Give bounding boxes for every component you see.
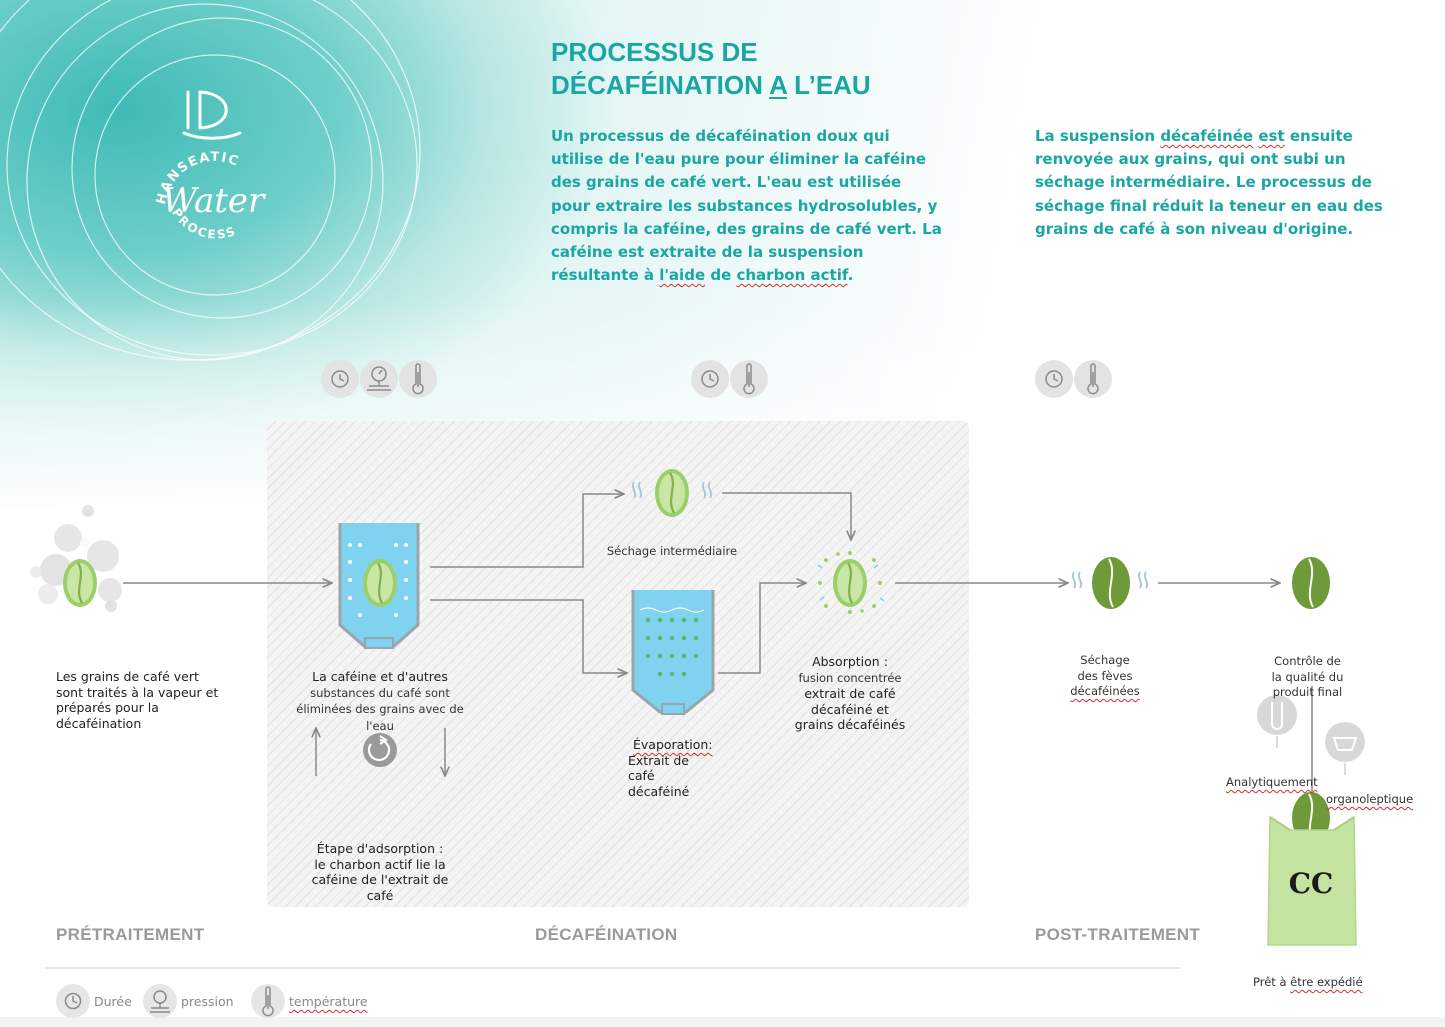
params-post: [1035, 360, 1112, 398]
clock-icon: [331, 370, 349, 388]
pressure-icon: [367, 366, 391, 391]
logo-rings: [0, 0, 421, 361]
legend-clock-icon: [56, 984, 90, 1018]
title-line1: PROCESSUS DE: [551, 37, 758, 67]
intro-right: La suspension décaféinée est ensuite ren…: [1035, 127, 1383, 238]
extraction-vessel-icon: [338, 523, 420, 649]
thermometer-icon: [1087, 363, 1099, 395]
lab-tube-icon: [1257, 695, 1297, 735]
section-post-treatment: POST-TRAITEMENT: [1035, 925, 1201, 944]
section-pretreatment: PRÉTRAITEMENT: [56, 925, 205, 944]
clock-icon: [1045, 370, 1063, 388]
logo-text: HANSEATIC Water PROCESS: [154, 150, 266, 242]
intermediate-drying-label: Séchage intermédiaire: [606, 544, 738, 558]
page-title: PROCESSUS DE DÉCAFÉINATION A L’EAU: [551, 36, 971, 102]
intro-left: Un processus de décaféination doux qui u…: [551, 127, 942, 285]
analytic-label: Analytiquement: [1226, 775, 1318, 789]
params-decaf-extraction: [321, 360, 437, 398]
final-bean-icon: [1291, 556, 1331, 610]
drying-bean-icon: [1071, 556, 1149, 610]
legend-pressure-icon: [143, 984, 177, 1018]
cup-icon: [1325, 722, 1365, 762]
legend-temperature: température: [289, 994, 368, 1009]
organoleptic-label: organoleptique: [1326, 792, 1414, 806]
decaffeination-panel: [267, 421, 969, 907]
evaporation-vessel-icon: [631, 590, 715, 715]
steam-bubbles: [30, 505, 122, 612]
thermometer-icon: [743, 363, 755, 395]
title-line2b: L’EAU: [786, 70, 871, 100]
thermometer-icon: [412, 363, 424, 395]
ready-label: Prêt à être expédié: [1253, 975, 1363, 989]
legend-pressure: pression: [181, 994, 234, 1009]
absorption-bean-icon: [817, 551, 885, 614]
recycle-icon: [363, 733, 397, 767]
params-decaf-evaporation: [691, 360, 768, 398]
ship-icon: [182, 90, 242, 140]
clock-icon: [701, 370, 719, 388]
svg-text:Water: Water: [162, 181, 266, 221]
intermediate-drying-bean-icon: [631, 467, 713, 519]
adsorption-label: Étape d'adsorption :le charbon actif lie…: [311, 841, 449, 903]
legend-duration: Durée: [94, 994, 132, 1009]
title-line2-a: A: [769, 70, 787, 100]
bag-logo: CC: [1289, 867, 1334, 900]
title-line2a: DÉCAFÉINATION: [551, 70, 770, 100]
section-decaffeination: DÉCAFÉINATION: [535, 925, 678, 944]
legend-thermometer-icon: [251, 984, 285, 1018]
shipping-bag-icon: [1267, 791, 1357, 946]
green-bean-icon: [61, 557, 99, 609]
